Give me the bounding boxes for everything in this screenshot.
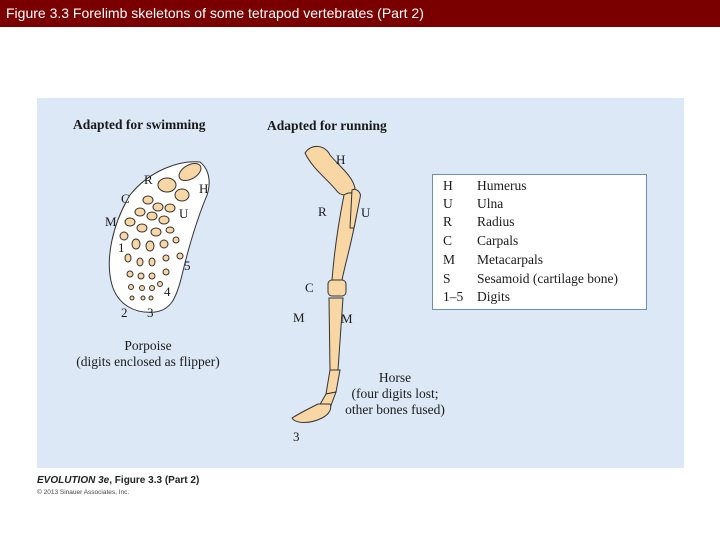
figure-credit: EVOLUTION 3e, Figure 3.3 (Part 2) (37, 475, 199, 486)
porpoise-ulna (175, 189, 189, 201)
porpoise-label-digit-2: 2 (121, 305, 128, 321)
legend-name: Carpals (477, 233, 518, 249)
horse-carpals (328, 280, 346, 296)
porpoise-radius (158, 178, 176, 192)
horse-label-r: R (318, 204, 327, 220)
legend-name: Humerus (477, 178, 527, 194)
legend-box: H Humerus U Ulna R Radius C Carpals M Me… (432, 174, 647, 310)
horse-label-m-left: M (293, 310, 305, 326)
porpoise-caption-line1: Porpoise (58, 338, 238, 354)
running-heading: Adapted for running (267, 118, 387, 134)
credit-figure: , Figure 3.3 (Part 2) (109, 475, 199, 486)
porpoise-label-h: H (199, 181, 208, 197)
porpoise-caption-line2: (digits enclosed as flipper) (58, 354, 238, 370)
horse-caption-line2: (four digits lost; (320, 386, 470, 402)
credit-book: EVOLUTION 3e (37, 475, 109, 486)
legend-abbr: U (443, 196, 477, 212)
porpoise-label-digit-1: 1 (118, 240, 125, 256)
horse-label-u: U (361, 205, 370, 221)
porpoise-label-digit-3: 3 (147, 305, 154, 321)
legend-name: Sesamoid (cartilage bone) (477, 271, 618, 287)
porpoise-caption: Porpoise (digits enclosed as flipper) (58, 338, 238, 370)
porpoise-label-digit-5: 5 (184, 258, 191, 274)
horse-label-digit-3: 3 (293, 429, 300, 445)
porpoise-label-m: M (105, 214, 117, 230)
porpoise-label-digit-4: 4 (164, 284, 171, 300)
swimming-heading: Adapted for swimming (73, 117, 206, 133)
legend-name: Digits (477, 289, 510, 305)
legend-abbr: 1–5 (443, 289, 477, 305)
legend-abbr: M (443, 252, 477, 268)
horse-caption-line3: other bones fused) (320, 402, 470, 418)
porpoise-flipper (109, 160, 209, 312)
legend-name: Radius (477, 214, 515, 230)
horse-humerus (305, 146, 355, 195)
horse-caption-line1: Horse (320, 370, 470, 386)
porpoise-label-u: U (179, 206, 188, 222)
horse-ulna (350, 189, 360, 228)
horse-label-m-right: M (341, 311, 353, 327)
legend-abbr: H (443, 178, 477, 194)
porpoise-label-r: R (144, 172, 153, 188)
legend-name: Metacarpals (477, 252, 543, 268)
legend-abbr: S (443, 271, 477, 287)
copyright-notice: © 2013 Sinauer Associates, Inc. (37, 489, 129, 496)
horse-metacarpal (329, 298, 343, 370)
horse-label-c: C (305, 280, 314, 296)
horse-caption: Horse (four digits lost; other bones fus… (320, 370, 470, 418)
legend-name: Ulna (477, 196, 503, 212)
horse-label-h: H (336, 152, 345, 168)
porpoise-label-c: C (121, 191, 130, 207)
legend-abbr: R (443, 214, 477, 230)
legend-abbr: C (443, 233, 477, 249)
